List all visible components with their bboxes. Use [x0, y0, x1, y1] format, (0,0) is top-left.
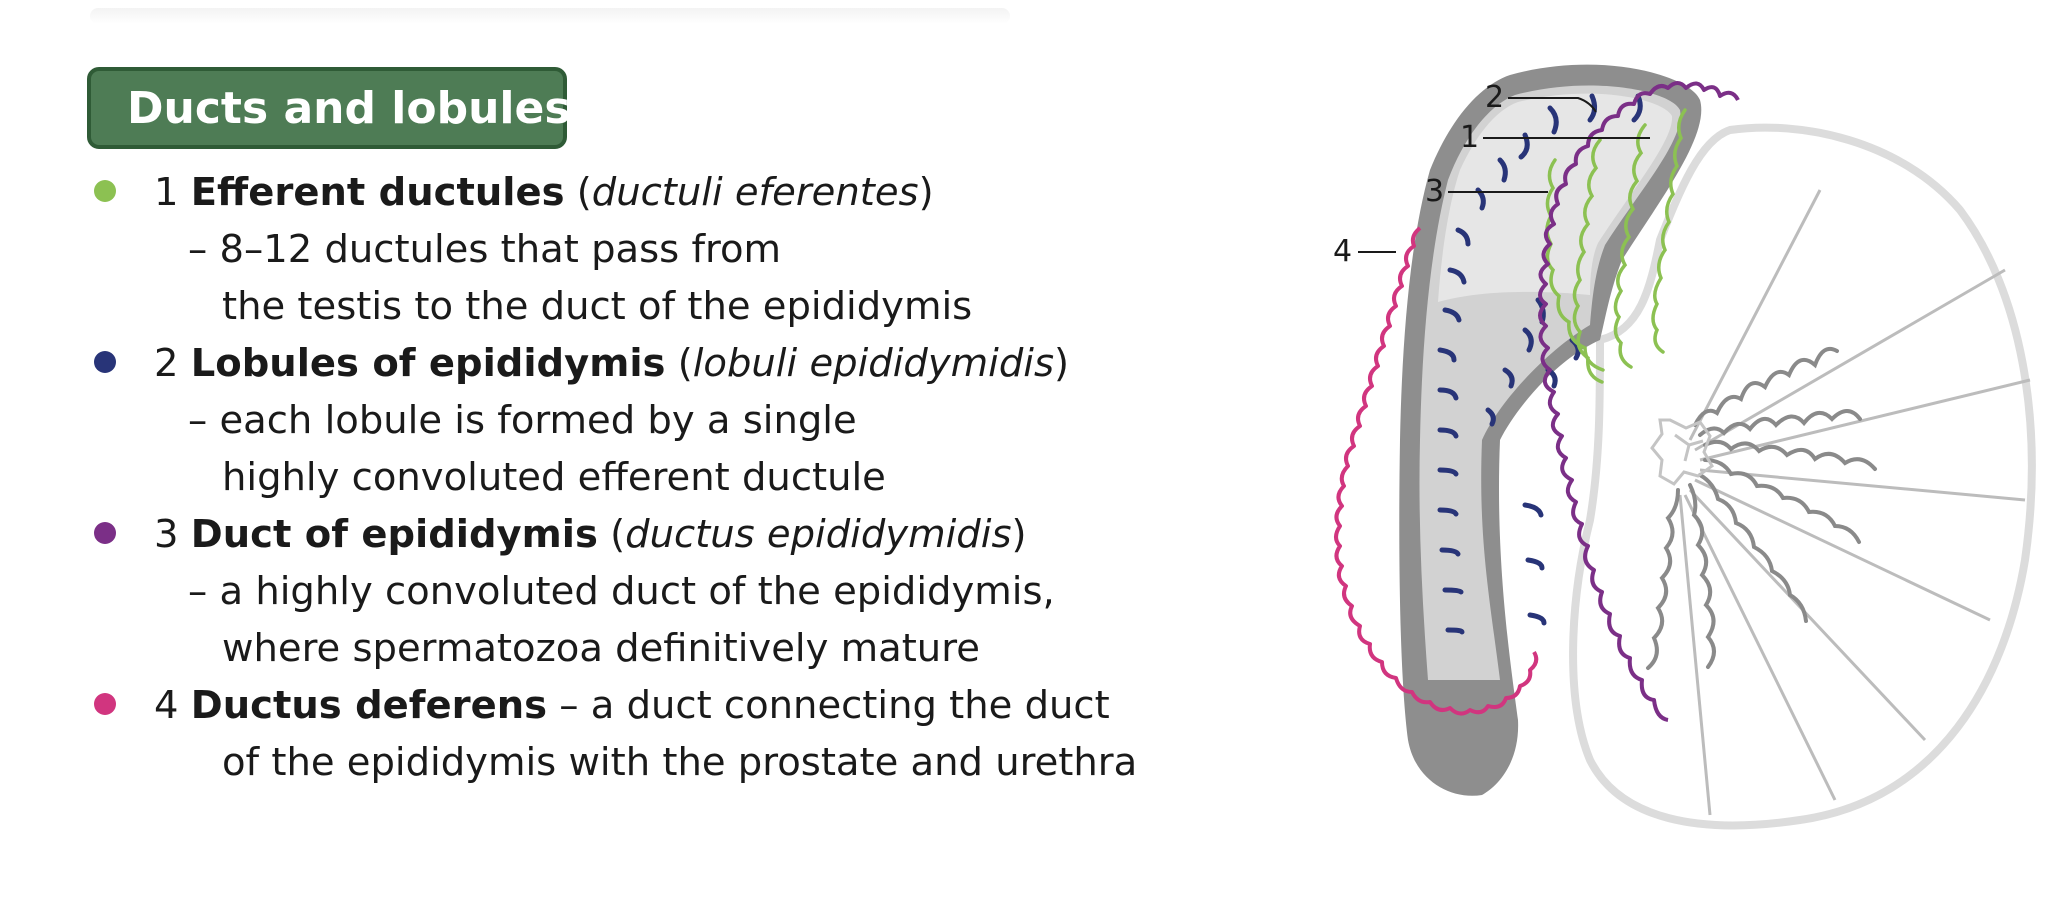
- item-name: Duct of epididymis: [190, 512, 598, 557]
- paren-open: (: [597, 512, 626, 557]
- item-number: 1: [154, 170, 179, 215]
- legend-item-duct-of-epididymis: 3 Duct of epididymis (ductus epididymidi…: [88, 506, 1248, 677]
- callout-label-2: 2: [1485, 80, 1504, 115]
- paren-open: (: [564, 170, 592, 215]
- section-title: Ducts and lobules: [127, 82, 571, 134]
- item-name: Efferent ductules: [190, 170, 565, 215]
- callout-label-4: 4: [1333, 234, 1352, 269]
- duct-of-epididymis: [1538, 81, 1740, 722]
- item-description-line: the testis to the duct of the epididymis: [222, 284, 973, 329]
- item-rest: – a duct connecting the duct: [547, 683, 1110, 728]
- bullet-dot: [94, 522, 116, 544]
- item-description-line: where spermatozoa definitively mature: [222, 626, 980, 671]
- item-name: Lobules of epididymis: [190, 341, 666, 386]
- epididymis-lobules: [1437, 93, 1643, 635]
- legend-item-lobules-of-epididymis: 2 Lobules of epididymis (lobuli epididym…: [88, 335, 1248, 506]
- item-latin-name: ductuli eferentes: [591, 170, 919, 215]
- item-number: 2: [154, 341, 179, 386]
- item-number: 3: [154, 512, 179, 557]
- item-number: 4: [154, 683, 179, 728]
- legend-list: 1 Efferent ductules (ductuli eferentes) …: [88, 164, 1248, 791]
- paren-close: ): [1054, 341, 1070, 386]
- bullet-dot: [94, 693, 116, 715]
- callout-label-3: 3: [1425, 174, 1444, 209]
- item-heading: 3 Duct of epididymis (ductus epididymidi…: [154, 506, 1248, 563]
- testis-outline: [1569, 123, 2036, 830]
- item-description-line: – a highly convoluted duct of the epidid…: [188, 569, 1055, 614]
- paren-close: ): [918, 170, 934, 215]
- callout-lines: [1358, 97, 1650, 253]
- seminiferous-tubules: [1646, 346, 1877, 670]
- bullet-dot: [94, 180, 116, 202]
- item-latin-name: ductus epididymidis: [625, 512, 1012, 557]
- item-heading: 1 Efferent ductules (ductuli eferentes): [154, 164, 1248, 221]
- item-latin-name: lobuli epididymidis: [692, 341, 1055, 386]
- legend-item-ductus-deferens: 4 Ductus deferens – a duct connecting th…: [88, 677, 1248, 791]
- ductus-deferens: [1334, 226, 1539, 716]
- paren-open: (: [665, 341, 693, 386]
- item-heading: 4 Ductus deferens – a duct connecting th…: [154, 677, 1248, 734]
- top-shadow-band: [90, 8, 1010, 24]
- item-description-line: – 8–12 ductules that pass from: [188, 227, 782, 272]
- callout-line-2: [1508, 97, 1597, 113]
- legend-item-efferent-ductules: 1 Efferent ductules (ductuli eferentes) …: [88, 164, 1248, 335]
- efferent-ductules: [1545, 108, 1687, 384]
- bullet-dot: [94, 351, 116, 373]
- item-description-line: of the epididymis with the prostate and …: [222, 740, 1138, 785]
- paren-close: ): [1011, 512, 1027, 557]
- section-title-box: Ducts and lobules: [87, 67, 571, 149]
- item-description-line: – each lobule is formed by a single: [188, 398, 857, 443]
- item-description-line: highly convoluted efferent ductule: [222, 455, 886, 500]
- item-name: Ductus deferens: [190, 683, 548, 728]
- epididymis-diagram: 2 1 3 4: [1333, 64, 2036, 830]
- rete-testis: [1650, 418, 1714, 486]
- item-heading: 2 Lobules of epididymis (lobuli epididym…: [154, 335, 1248, 392]
- callout-label-1: 1: [1460, 120, 1479, 155]
